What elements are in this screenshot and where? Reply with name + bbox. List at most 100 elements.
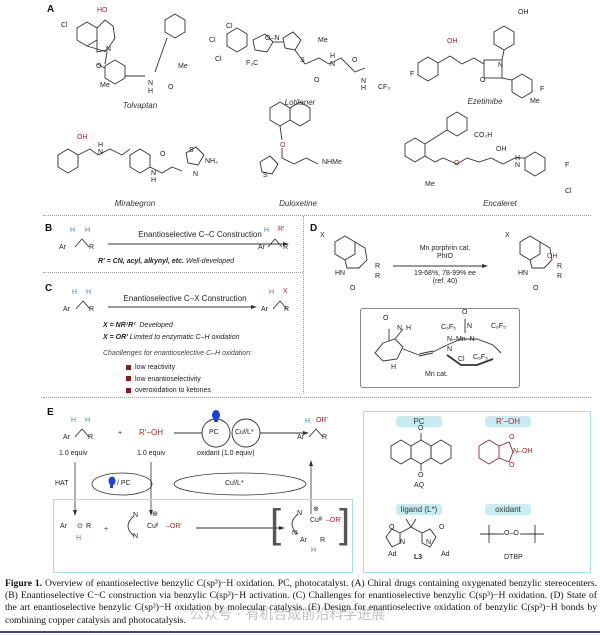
benzylic-bonds bbox=[74, 428, 90, 438]
panel-d-conditions-below: 19-68%, 78-99% ee (ref. 40) bbox=[395, 270, 495, 286]
atom-ar: Ar bbox=[60, 523, 67, 530]
atom-r: R bbox=[86, 523, 92, 530]
atom-cl: Cl bbox=[458, 356, 465, 363]
panel-c-arrow bbox=[108, 305, 257, 309]
atom-ar: Ar bbox=[300, 537, 307, 544]
atom-o: O bbox=[509, 462, 515, 469]
atom-x: X bbox=[283, 288, 288, 295]
light-pc-label: / PC bbox=[117, 480, 131, 487]
panel-a-label: A bbox=[47, 4, 55, 15]
lotilaner-n1: N bbox=[330, 61, 336, 68]
photocatalysis-ellipse bbox=[91, 472, 153, 496]
mn-catalyst-structure bbox=[374, 319, 502, 366]
cu-ii: Cuᴵᴵ bbox=[147, 523, 159, 530]
mirabegron-amide-n: N bbox=[151, 170, 157, 177]
mn-catalyst-name: Mn cat. bbox=[425, 371, 448, 378]
challenge-text: overoxidation to ketones bbox=[135, 387, 211, 394]
panel-c-line2: X = OR' Limited to enzymatic C–H oxidati… bbox=[103, 334, 239, 341]
atom-n: N bbox=[400, 539, 406, 546]
tolvaptan-o2: O bbox=[168, 84, 174, 91]
intermediates-box bbox=[53, 499, 353, 573]
atom-n: N bbox=[297, 510, 303, 517]
atom-o: O bbox=[350, 285, 356, 292]
mirabegron-n1: N bbox=[98, 149, 104, 156]
panel-b-note-italic: Well-developed bbox=[185, 258, 234, 265]
atom-oxo: O bbox=[462, 309, 468, 316]
watermark: 公众号 · 有机合成前沿科学进展 bbox=[190, 607, 386, 623]
atom-h: H bbox=[71, 417, 77, 424]
bullet-icon bbox=[126, 364, 131, 370]
atom-n-oh: N–OH bbox=[513, 448, 533, 455]
hat-label: HAT bbox=[55, 480, 69, 487]
encaleret-me-top: Me bbox=[530, 98, 540, 105]
pc-label: PC bbox=[209, 429, 219, 436]
encaleret-structure bbox=[404, 111, 546, 177]
duloxetine-nhme: NHMe bbox=[322, 159, 342, 166]
tolvaptan-chloro: Cl bbox=[61, 22, 68, 29]
encaleret-cl: Cl bbox=[565, 188, 572, 195]
aq-oxygen-bottom: O bbox=[418, 472, 424, 479]
panel-c-arrow-label: Enantioselective C–X Construction bbox=[123, 294, 247, 303]
duloxetine-o: O bbox=[280, 142, 286, 149]
atom-or: OR' bbox=[316, 417, 328, 424]
ezetimibe-f1: F bbox=[410, 71, 415, 78]
atom-r: R bbox=[375, 273, 381, 280]
encaleret-oh: OH bbox=[496, 146, 507, 153]
mirabegron-s: S bbox=[189, 147, 194, 154]
panel-b-label: B bbox=[45, 223, 53, 234]
atom-r: R bbox=[89, 306, 95, 313]
ezetimibe-phenol: OH bbox=[518, 9, 529, 16]
reference-text: (ref. 40) bbox=[432, 278, 458, 285]
ezetimibe-f2: F bbox=[540, 86, 545, 93]
divider-b-c bbox=[43, 272, 303, 273]
mirabegron-nh2: NH₂ bbox=[205, 158, 218, 165]
panel-b-arrow bbox=[108, 242, 289, 246]
atom-ar: Ar bbox=[258, 244, 265, 251]
bracket-left: [ bbox=[270, 502, 282, 546]
tolvaptan-me2: Me bbox=[178, 63, 188, 70]
atom-x: X bbox=[320, 232, 325, 239]
atom-h: H bbox=[269, 289, 275, 296]
challenge-item: low enantioselectivity bbox=[126, 374, 211, 386]
atom-h: H bbox=[391, 364, 397, 371]
atom-n: N bbox=[397, 325, 403, 332]
atom-h: H bbox=[406, 325, 412, 332]
atom-h: H bbox=[85, 227, 91, 234]
lotilaner-h2: H bbox=[361, 85, 367, 92]
peroxide-bond: O–O bbox=[504, 530, 519, 537]
box-ligand-structure bbox=[385, 518, 437, 548]
c6f5-group: C₆F₅ bbox=[441, 324, 456, 331]
encaleret-h: H bbox=[515, 155, 521, 162]
tag-ligand: ligand (L*) bbox=[396, 504, 442, 515]
ezetimibe-hydroxyl: OH bbox=[447, 38, 458, 45]
tolvaptan-n: N bbox=[106, 46, 112, 53]
lotilaner-me: Me bbox=[318, 37, 328, 44]
bottom-rule bbox=[0, 631, 600, 633]
divider-e bbox=[43, 397, 591, 398]
anthraquinone-structure bbox=[390, 433, 452, 471]
tag-reagent: R'−OH bbox=[485, 416, 531, 427]
atom-ar: Ar bbox=[63, 434, 70, 441]
atom-nh: HN bbox=[335, 270, 346, 277]
benzylic-bonds bbox=[267, 238, 283, 248]
panel-c-line1-bold: X = NR¹R² bbox=[103, 322, 136, 329]
yield-ee-text: 19-68%, 78-99% ee bbox=[414, 270, 476, 277]
encaleret-n: N bbox=[515, 162, 521, 169]
charge-icon: ⊕ bbox=[152, 511, 158, 518]
atom-h: H bbox=[76, 535, 82, 542]
panel-c-line1-italic: Developed bbox=[139, 322, 173, 329]
reaction-arrow bbox=[196, 526, 285, 530]
lotilaner-n2: N bbox=[361, 78, 367, 85]
arrow-head bbox=[303, 431, 309, 435]
atom-h: H bbox=[305, 418, 311, 425]
mn-catalyst-box: O N H H O C₆F₅ N C₆F₅ N–Mn–N N Cl C₆F₅ M… bbox=[360, 308, 520, 388]
atom-r: R bbox=[88, 434, 94, 441]
benzylic-bonds bbox=[75, 300, 91, 310]
tolvaptan-nh: N bbox=[148, 80, 154, 87]
atom-r: R bbox=[283, 244, 289, 251]
mirabegron-n2: N bbox=[193, 171, 199, 178]
quinolinone-structure bbox=[334, 235, 368, 269]
figure-caption: Figure 1. Overview of enantioselective b… bbox=[5, 578, 597, 627]
lotilaner-cl1: Cl bbox=[226, 23, 233, 30]
mechanism-arrows bbox=[73, 460, 313, 516]
